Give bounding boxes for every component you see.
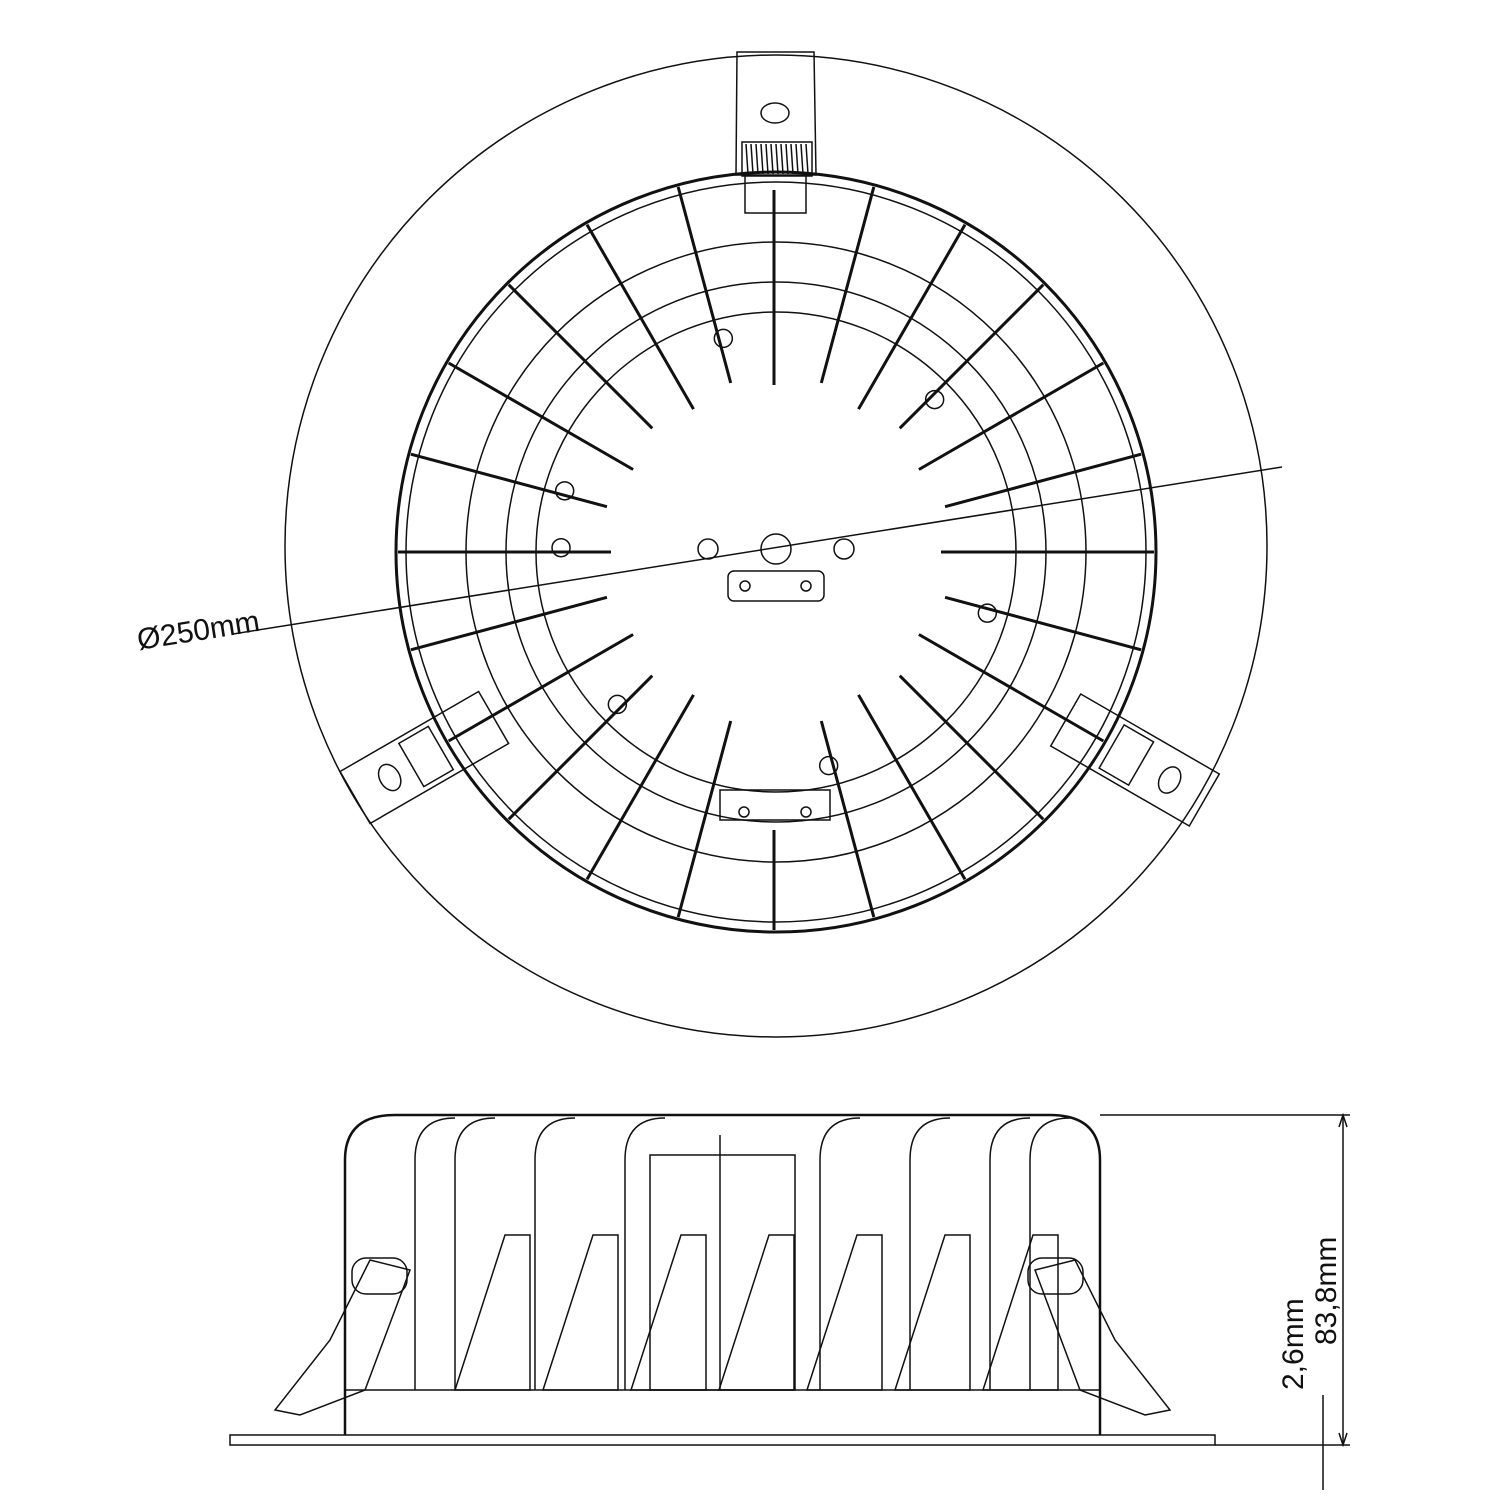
screw-boss bbox=[818, 755, 839, 776]
coil-right bbox=[1027, 1257, 1084, 1295]
coil-turn bbox=[770, 143, 774, 175]
top-view bbox=[284, 51, 1268, 1038]
coil-turn bbox=[780, 143, 784, 175]
center-hole bbox=[760, 533, 792, 565]
coil-turn bbox=[775, 143, 779, 175]
side-fin bbox=[624, 1117, 666, 1390]
body-outline bbox=[343, 1113, 1102, 1435]
fin bbox=[918, 361, 1105, 471]
spring-clip-right-side bbox=[1034, 1259, 1172, 1416]
fin bbox=[676, 186, 733, 384]
fin-web bbox=[541, 1234, 619, 1391]
vertical-fins bbox=[345, 1117, 1100, 1391]
side-fin bbox=[414, 1117, 456, 1390]
coil-turn bbox=[790, 143, 794, 175]
coil-turn bbox=[795, 143, 799, 175]
fin bbox=[898, 674, 1045, 821]
fin bbox=[857, 223, 967, 410]
side-fin bbox=[1029, 1117, 1071, 1390]
spring-clip-left-side bbox=[273, 1259, 411, 1416]
flange-label: 2,6mm bbox=[1277, 1298, 1310, 1390]
fin bbox=[410, 595, 608, 652]
fin bbox=[819, 720, 876, 918]
height-label: 83,8mm bbox=[1310, 1237, 1343, 1345]
fin bbox=[676, 720, 733, 918]
bottom-bracket bbox=[719, 789, 831, 930]
fin bbox=[898, 283, 1045, 430]
fin bbox=[819, 186, 876, 384]
fin bbox=[410, 452, 608, 509]
spring-clip-left bbox=[339, 690, 510, 825]
terminal-hole bbox=[800, 580, 812, 592]
fin bbox=[585, 223, 695, 410]
fin-web bbox=[805, 1234, 883, 1391]
coil-left bbox=[351, 1257, 408, 1295]
outer-trim-circle bbox=[284, 54, 1268, 1038]
screw-boss bbox=[924, 389, 945, 410]
fin bbox=[447, 633, 634, 743]
fin bbox=[944, 452, 1142, 509]
coil-turn bbox=[750, 143, 754, 175]
side-fin bbox=[989, 1117, 1031, 1390]
fin bbox=[585, 694, 695, 881]
terminal-plate bbox=[727, 570, 825, 602]
side-fin bbox=[819, 1117, 861, 1390]
radial-fins bbox=[398, 186, 1154, 918]
heatsink-outline bbox=[394, 170, 1158, 934]
screw-boss bbox=[551, 537, 571, 558]
diameter-dimension bbox=[232, 466, 1283, 635]
mount-hole bbox=[833, 538, 855, 560]
screw-boss bbox=[713, 328, 734, 349]
height-dimension bbox=[1100, 1112, 1350, 1490]
side-fin bbox=[909, 1117, 951, 1390]
driver-box bbox=[649, 1154, 796, 1391]
fin bbox=[944, 595, 1142, 652]
coil-turn bbox=[800, 143, 804, 175]
screw-boss bbox=[554, 481, 575, 501]
spring-clip-top bbox=[735, 51, 817, 385]
mount-hole bbox=[697, 538, 719, 560]
coil-turn bbox=[760, 143, 764, 175]
screw-boss bbox=[977, 603, 998, 623]
coil-turn bbox=[805, 143, 809, 175]
coil-turn bbox=[745, 143, 749, 175]
fin bbox=[507, 674, 654, 821]
coil-turn bbox=[765, 143, 769, 175]
spring-clip-right bbox=[1049, 692, 1221, 828]
terminal-hole bbox=[739, 580, 751, 592]
diameter-label: Ø250mm bbox=[135, 605, 262, 657]
fin bbox=[447, 361, 634, 471]
coil-turn bbox=[785, 143, 789, 175]
fin bbox=[507, 283, 654, 430]
coil-turn bbox=[755, 143, 759, 175]
fin-web bbox=[453, 1234, 531, 1391]
fin-web bbox=[893, 1234, 971, 1391]
base-flange bbox=[229, 1434, 1216, 1446]
side-fin bbox=[454, 1117, 496, 1390]
fin-web bbox=[629, 1234, 707, 1391]
side-fin bbox=[534, 1117, 576, 1390]
fin-web bbox=[717, 1234, 795, 1391]
fin bbox=[857, 694, 967, 881]
fin bbox=[918, 633, 1105, 743]
screw-boss bbox=[607, 694, 628, 715]
side-view bbox=[229, 1113, 1216, 1446]
